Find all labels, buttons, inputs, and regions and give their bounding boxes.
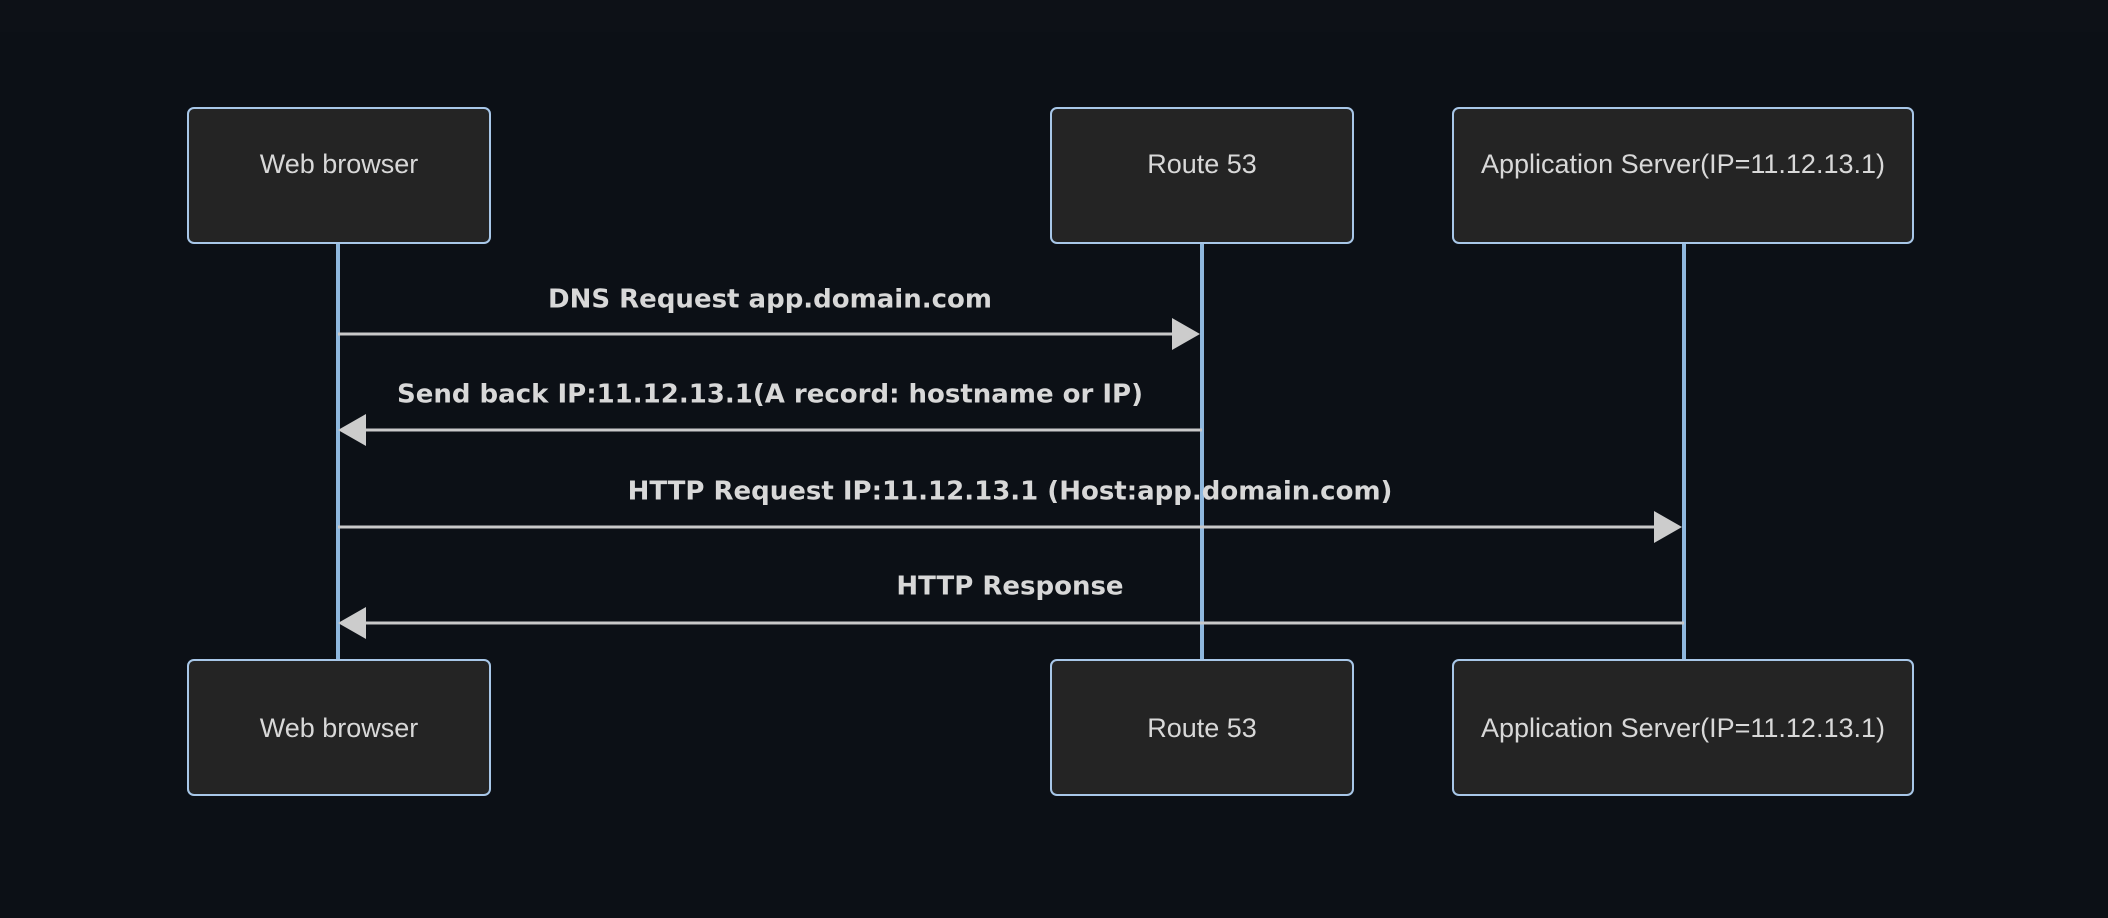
participant-rect-appserver-bottom	[1452, 659, 1914, 796]
participant-box-route53-top[interactable]: Route 53	[1050, 107, 1354, 244]
message-label-1: DNS Request app.domain.com	[548, 285, 992, 315]
participant-boxes-bottom: Web browser Route 53 Application Server(…	[187, 659, 1914, 796]
arrowhead-left-4	[338, 607, 366, 639]
participant-box-browser-top[interactable]: Web browser	[187, 107, 491, 244]
participant-box-appserver-bottom[interactable]: Application Server(IP=11.12.13.1)	[1452, 659, 1914, 796]
participant-rect-appserver-top	[1452, 107, 1914, 244]
participant-label-browser-top: Web browser	[260, 149, 419, 179]
participant-box-route53-bottom[interactable]: Route 53	[1050, 659, 1354, 796]
arrowhead-left-2	[338, 414, 366, 446]
message-label-4: HTTP Response	[896, 572, 1123, 602]
participant-rect-route53-bottom	[1050, 659, 1354, 796]
participant-label-route53-bottom: Route 53	[1147, 713, 1257, 743]
message-dns-request[interactable]: DNS Request app.domain.com	[338, 285, 1200, 351]
participant-boxes-top: Web browser Route 53 Application Server(…	[187, 107, 1914, 244]
participant-rect-route53-top	[1050, 107, 1354, 244]
messages-group: DNS Request app.domain.com Send back IP:…	[338, 285, 1684, 640]
participant-rect-browser-bottom	[187, 659, 491, 796]
message-label-3: HTTP Request IP:11.12.13.1 (Host:app.dom…	[628, 477, 1393, 507]
message-label-2: Send back IP:11.12.13.1(A record: hostna…	[397, 380, 1143, 410]
message-http-request[interactable]: HTTP Request IP:11.12.13.1 (Host:app.dom…	[338, 477, 1682, 544]
lifelines-group	[336, 243, 1686, 660]
participant-label-route53-top: Route 53	[1147, 149, 1257, 179]
participant-rect-browser-top	[187, 107, 491, 244]
participant-label-browser-bottom: Web browser	[260, 713, 419, 743]
arrowhead-right-3	[1654, 511, 1682, 543]
participant-label-appserver-bottom: Application Server(IP=11.12.13.1)	[1481, 713, 1885, 743]
participant-label-appserver-top: Application Server(IP=11.12.13.1)	[1481, 149, 1885, 179]
message-http-response[interactable]: HTTP Response	[338, 572, 1684, 640]
arrowhead-right-1	[1172, 318, 1200, 350]
participant-box-browser-bottom[interactable]: Web browser	[187, 659, 491, 796]
message-send-back-ip[interactable]: Send back IP:11.12.13.1(A record: hostna…	[338, 380, 1202, 447]
participant-box-appserver-top[interactable]: Application Server(IP=11.12.13.1)	[1452, 107, 1914, 244]
